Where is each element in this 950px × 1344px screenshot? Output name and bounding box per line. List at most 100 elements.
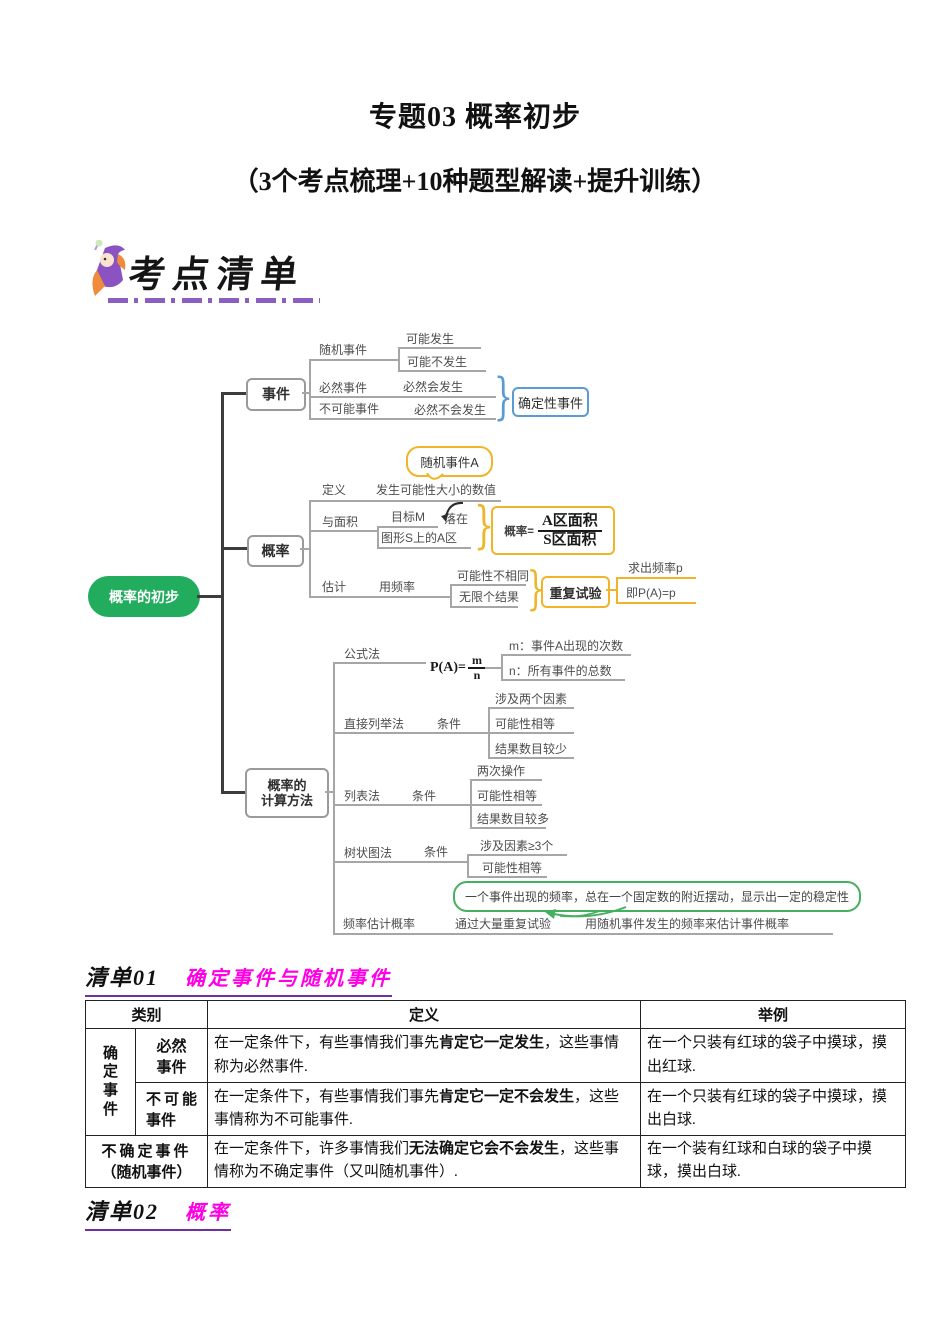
page-title: 专题03 概率初步 xyxy=(368,102,581,133)
cell-definition: 在一定条件下，许多事情我们无法确定它会不会发生，这些事情称为不确定事件（又叫随机… xyxy=(207,1135,642,1188)
bracket-line xyxy=(467,854,469,878)
mn-fraction: m n xyxy=(467,653,486,682)
section2-heading: 清单02 概率 xyxy=(85,1194,232,1231)
mascot-icon xyxy=(85,239,133,307)
label-estimate: 估计 xyxy=(322,580,347,594)
fall-arrow-icon xyxy=(437,500,467,535)
underline xyxy=(616,577,696,579)
bracket-line xyxy=(398,347,400,372)
cell-example: 在一个只装有红球的袋子中摸球，摸出白球. xyxy=(640,1082,907,1136)
underline xyxy=(450,606,518,608)
node-event: 事件 xyxy=(246,378,306,411)
definition-text: ，这些事情称为不可能事件. xyxy=(214,1088,620,1128)
node-repeat-trial: 重复试验 xyxy=(541,576,610,608)
yellow-brace: } xyxy=(526,562,545,616)
cell-subcategory: 不可能事件 xyxy=(134,1082,209,1136)
trunk-line xyxy=(221,392,224,794)
label-equal-likelihood-1: 可能性相等 xyxy=(495,717,556,731)
label-tree-diagram-method: 树状图法 xyxy=(344,846,393,860)
label-impossible-occur: 必然不会发生 xyxy=(414,403,487,417)
underline xyxy=(309,396,496,398)
label-certain-event: 必然事件 xyxy=(319,381,368,395)
branch-line xyxy=(223,547,248,550)
fraction-denominator: S区面积 xyxy=(543,531,597,548)
underline xyxy=(616,602,696,604)
header-example: 举例 xyxy=(640,1000,907,1029)
definition-bold: 无法确定它会不会发生 xyxy=(409,1141,560,1157)
bracket-line xyxy=(333,662,335,935)
label-definition: 定义 xyxy=(322,483,347,497)
branch-line xyxy=(325,791,333,793)
label-two-factors: 涉及两个因素 xyxy=(495,692,568,706)
label-region-a: 图形S上的A区 xyxy=(381,531,458,545)
underline xyxy=(501,679,625,681)
cell-example: 在一个只装有红球的袋子中摸球，摸出红球. xyxy=(640,1028,907,1083)
formula-lhs: 概率= xyxy=(504,525,534,538)
bracket-line xyxy=(616,577,618,604)
section2-title: 概率 xyxy=(185,1202,232,1224)
branch-line xyxy=(197,595,223,598)
banner-underline xyxy=(108,298,320,303)
cell-subcategory: 必然事件 xyxy=(134,1028,209,1083)
node-probability: 概率 xyxy=(247,535,304,567)
label-with-area: 与面积 xyxy=(322,515,359,529)
table-row: 不确定事件 （随机事件） 在一定条件下，许多事情我们无法确定它会不会发生，这些事… xyxy=(84,1135,907,1188)
label-n-desc: n：所有事件的总数 xyxy=(509,664,612,678)
cell-category-group: 确定事件 xyxy=(85,1028,136,1136)
label-direct-enumeration: 直接列举法 xyxy=(344,717,405,731)
underline xyxy=(501,654,631,656)
underline xyxy=(333,662,426,664)
label-many-results: 结果数目较多 xyxy=(477,812,550,826)
bracket-line xyxy=(377,526,379,549)
green-arrow-icon xyxy=(540,905,630,928)
section1-title: 确定事件与随机事件 xyxy=(185,968,393,990)
node-deterministic-event: 确定性事件 xyxy=(512,387,589,417)
underline xyxy=(488,707,574,709)
label-definition-text: 发生可能性大小的数值 xyxy=(376,483,497,497)
branch-line xyxy=(223,392,247,395)
bracket-line xyxy=(309,500,311,598)
underline xyxy=(309,500,501,502)
underline xyxy=(488,732,574,734)
page-subtitle: （3个考点梳理+10种题型解读+提升训练） xyxy=(232,167,718,196)
fraction-numerator: m xyxy=(467,653,486,669)
underline xyxy=(333,804,470,806)
underline xyxy=(467,876,547,878)
section1-heading: 清单01 确定事件与随机事件 xyxy=(85,960,393,997)
underline xyxy=(470,779,542,781)
label-use-frequency-to-estimate: 用随机事件发生的频率来估计事件概率 xyxy=(585,917,790,931)
label-table-method: 列表法 xyxy=(344,789,381,803)
calc-title-line2: 计算方法 xyxy=(260,793,313,808)
label-formula-method: 公式法 xyxy=(344,647,381,661)
events-definition-table: 类别 定义 举例 确定事件 必然事件 在一定条件下，有些事情我们事先肯定它一定发… xyxy=(84,1000,907,1188)
label-two-operations: 两次操作 xyxy=(477,764,526,778)
banner-label: 考点清单 xyxy=(126,255,307,296)
underline xyxy=(309,359,399,361)
label-condition-2: 条件 xyxy=(412,789,437,803)
yellow-brace: } xyxy=(473,496,495,555)
fraction-numerator: A区面积 xyxy=(537,513,602,532)
subcategory-certain: 必然事件 xyxy=(156,1038,187,1076)
underline xyxy=(467,854,567,856)
label-ge3-factors: 涉及因素≥3个 xyxy=(480,839,554,853)
table-row: 不可能事件 在一定条件下，有些事情我们事先肯定它一定不会发生，这些事情称为不可能… xyxy=(86,1082,907,1136)
bracket-line xyxy=(450,584,452,607)
underline xyxy=(470,827,546,829)
label-may-occur: 可能发生 xyxy=(406,332,455,346)
pa-formula: P(A)= m n xyxy=(430,653,486,682)
label-impossible-event: 不可能事件 xyxy=(319,402,380,416)
definition-text: ，这些事情称为必然事件. xyxy=(214,1035,620,1075)
label-m-desc: m：事件A出现的次数 xyxy=(509,639,624,653)
branch-line xyxy=(485,667,501,669)
branch-line xyxy=(223,791,246,794)
underline xyxy=(309,596,450,598)
label-mass-repeated-trials: 通过大量重复试验 xyxy=(455,917,552,931)
label-equal-likelihood-3: 可能性相等 xyxy=(482,861,543,875)
section1-number: 清单01 xyxy=(85,965,160,990)
callout-tail xyxy=(425,472,449,490)
node-calc-methods: 概率的 计算方法 xyxy=(245,768,329,818)
label-fall-in: 落在 xyxy=(444,512,469,526)
definition-bold: 肯定它一定不会发生 xyxy=(439,1088,575,1105)
header-category: 类别 xyxy=(84,1000,209,1029)
